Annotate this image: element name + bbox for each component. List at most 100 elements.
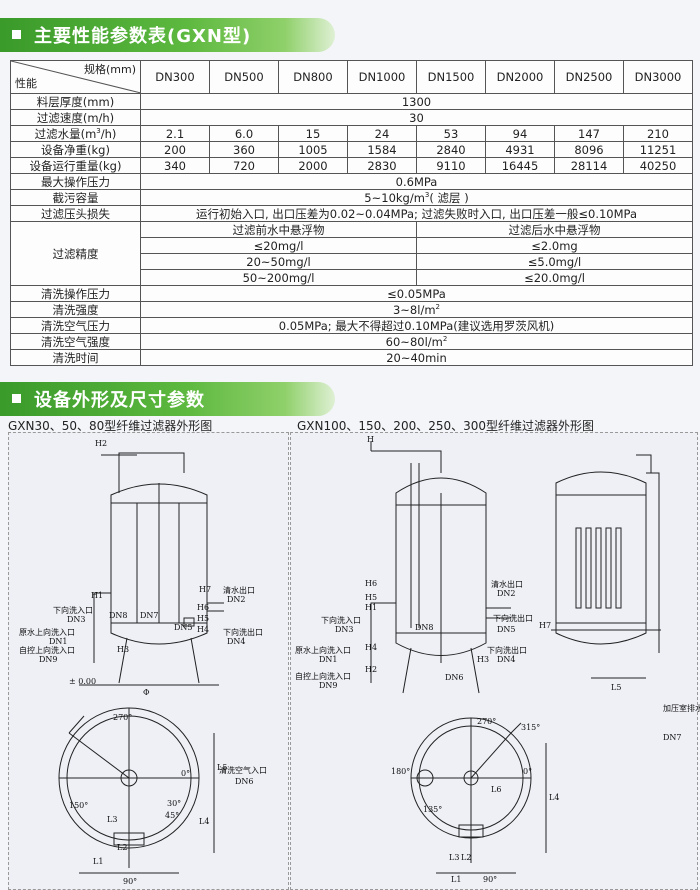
table-cell: 9110 — [416, 157, 486, 174]
table-row: 截污容量 5~10kg/m3( 滤层 ) — [10, 189, 693, 206]
dim-label-h2: H2 — [365, 665, 378, 674]
label-dn7: DN7 — [140, 611, 159, 620]
dim-label-l5: L5 — [217, 763, 228, 772]
column-header: DN800 — [278, 60, 348, 94]
dim-label-h6: H6 — [365, 579, 378, 588]
label-part: 过滤水量(m — [34, 126, 97, 141]
row-label: 清洗空气强度 — [10, 333, 141, 350]
table-cell: 过滤后水中悬浮物 — [416, 221, 693, 238]
table-cell: 20~50mg/l — [140, 253, 417, 270]
label-dn8: DN8 — [415, 623, 434, 632]
label-dn3: DN3 — [67, 615, 86, 624]
angle-270: 270° — [113, 713, 133, 722]
table-cell: 4931 — [485, 141, 555, 158]
dim-label-l4: L4 — [549, 793, 560, 802]
dim-label-h7: H7 — [199, 585, 212, 594]
table-row: 过滤水量(m3/h) 2.1 6.0 15 24 53 94 147 210 — [10, 125, 693, 142]
label-self-up-in: 自控上向洗入口 — [19, 646, 75, 655]
dim-label-l3: L3 — [449, 853, 460, 862]
table-cell: 50~200mg/l — [140, 269, 417, 286]
angle-30: 30° — [167, 799, 182, 808]
table-cell: 24 — [347, 125, 417, 142]
table-cell: 0.6MPa — [140, 173, 693, 190]
label-dn6: DN6 — [235, 777, 254, 786]
column-header: DN1000 — [347, 60, 417, 94]
table-cell: 53 — [416, 125, 486, 142]
left-drawing-caption: GXN30、50、80型纤维过滤器外形图 — [8, 419, 213, 433]
value-part: ( 滤层 ) — [429, 190, 469, 205]
table-row: 50~200mg/l ≤20.0mg/l — [11, 269, 693, 286]
table-header-row: 规格(mm) 性能 DN300 DN500 DN800 DN1000 DN150… — [10, 60, 693, 94]
table-row: 过滤压头损失 运行初始入口, 出口压差为0.02~0.04MPa; 过滤失败时入… — [10, 205, 693, 222]
table-row: 清洗操作压力 ≤0.05MPa — [10, 285, 693, 302]
label-dn3: DN3 — [335, 625, 354, 634]
table-cell: 94 — [485, 125, 555, 142]
dim-label-l1: L1 — [93, 857, 104, 866]
table-cell: ≤20.0mg/l — [416, 269, 693, 286]
label-dn5: DN5 — [174, 623, 193, 632]
dim-label-h1: H1 — [365, 603, 378, 612]
table-row: 最大操作压力 0.6MPa — [10, 173, 693, 190]
dim-label-l4: L4 — [199, 817, 210, 826]
dim-label-h7: H7 — [539, 621, 552, 630]
table-row: 设备净重(kg) 200 360 1005 1584 2840 4931 809… — [10, 141, 693, 158]
table-row: 清洗时间 20~40min — [10, 349, 693, 366]
table-corner-cell: 规格(mm) 性能 — [10, 60, 141, 94]
row-label: 设备净重(kg) — [10, 141, 141, 158]
column-header: DN2500 — [554, 60, 624, 94]
table-cell: 720 — [209, 157, 279, 174]
row-label: 料层厚度(mm) — [10, 93, 141, 110]
value-sup: 3 — [424, 190, 430, 199]
section-banner-performance: 主要性能参数表(GXN型) — [0, 18, 335, 52]
angle-0: 0° — [181, 769, 191, 778]
table-row: 过滤精度 过滤前水中悬浮物 过滤后水中悬浮物 — [10, 221, 693, 286]
table-cell: 2840 — [416, 141, 486, 158]
label-dn5: DN5 — [497, 625, 516, 634]
dim-label-l6: L6 — [491, 785, 502, 794]
label-clean-outlet: 清水出口 — [223, 586, 255, 595]
label-down-wash-out: 下向洗出口 — [487, 646, 527, 655]
banner-square-icon — [12, 30, 21, 39]
label-zero-level: ± 0.00 — [69, 677, 97, 686]
dim-label-h1: H1 — [91, 591, 104, 600]
table-cell: 6.0 — [209, 125, 279, 142]
left-filter-drawing — [58, 452, 224, 874]
label-sup: 3 — [96, 126, 101, 135]
angle-90: 90° — [123, 877, 138, 886]
table-cell: 20~40min — [140, 349, 693, 366]
section-title: 设备外形及尺寸参数 — [34, 390, 205, 411]
corner-performance-label: 性能 — [15, 77, 37, 90]
label-clean-outlet: 清水出口 — [491, 580, 523, 589]
label-down-wash-out: 下向洗出口 — [223, 628, 263, 637]
table-cell: 147 — [554, 125, 624, 142]
table-cell: 30 — [140, 109, 693, 126]
angle-180: 180° — [391, 767, 411, 776]
value-part: 60~80l/m — [385, 334, 443, 349]
label-phi: Φ — [143, 688, 150, 697]
table-cell: 28114 — [554, 157, 624, 174]
row-label: 过滤精度 — [10, 221, 141, 286]
row-label: 过滤水量(m3/h) — [10, 125, 141, 142]
label-dn6: DN6 — [445, 673, 464, 682]
table-cell: 1300 — [140, 93, 693, 110]
table-cell: ≤5.0mg/l — [416, 253, 693, 270]
dim-label-h4: H4 — [365, 643, 378, 652]
dim-label-h: H — [367, 435, 374, 444]
value-sup: 2 — [435, 302, 440, 311]
table-cell: 3~8l/m2 — [140, 301, 693, 318]
label-dn2: DN2 — [497, 589, 516, 598]
angle-90: 90° — [483, 875, 498, 884]
table-row: 清洗强度 3~8l/m2 — [10, 301, 693, 318]
table-cell: 210 — [623, 125, 693, 142]
banner-square-icon — [12, 394, 21, 403]
table-cell: 340 — [140, 157, 210, 174]
column-header: DN2000 — [485, 60, 555, 94]
angle-315: 315° — [521, 723, 541, 732]
angle-270: 270° — [477, 717, 497, 726]
table-cell: 40250 — [623, 157, 693, 174]
label-dn4: DN4 — [227, 637, 246, 646]
table-cell: 16445 — [485, 157, 555, 174]
corner-spec-label: 规格(mm) — [83, 63, 136, 76]
table-cell: 5~10kg/m3( 滤层 ) — [140, 189, 693, 206]
dim-label-h5: H5 — [197, 614, 210, 623]
